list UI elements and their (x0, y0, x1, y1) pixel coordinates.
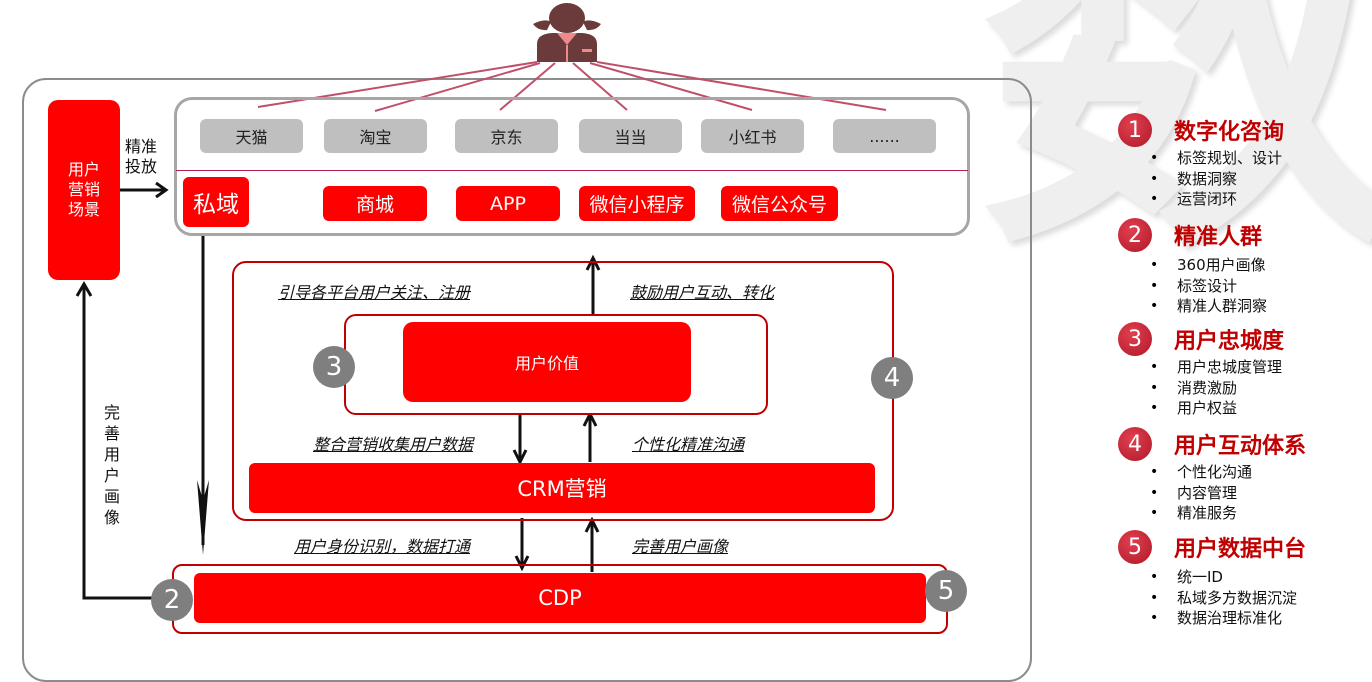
channel-dangdang[interactable]: 当当 (579, 119, 682, 153)
legend-bullet: 精准人群洞察 (1150, 296, 1267, 317)
link-xiaohongshu (589, 62, 753, 111)
legend-number-3: 3 (1118, 322, 1152, 356)
legend-bullet: 消费激励 (1150, 378, 1284, 399)
legend-bullet: 数据治理标准化 (1150, 608, 1306, 629)
legend-item-3: 3 用户忠城度 用户忠城度管理 消费激励 用户权益 (1118, 321, 1284, 419)
identity-recognition-label: 用户身份识别，数据打通 (294, 537, 471, 556)
precise-delivery-label: 精准投放 (125, 137, 158, 176)
scene-label: 用户营销场景 (67, 160, 100, 219)
private-domain-label: 私域 (183, 177, 249, 227)
channel-more[interactable]: ...... (833, 119, 936, 153)
background-watermark-glyph: 数 (980, 0, 1372, 304)
arrow-cdp-to-scene (82, 285, 160, 600)
badge-2: 2 (151, 579, 193, 621)
channel-taobao[interactable]: 淘宝 (324, 119, 427, 153)
link-jd (499, 62, 556, 111)
legend-title: 用户数据中台 (1174, 537, 1307, 562)
legend-number-2: 2 (1118, 218, 1152, 252)
channel-tmall[interactable]: 天猫 (200, 119, 303, 153)
crm-label: CRM营销 (517, 477, 607, 501)
legend-bullet: 内容管理 (1150, 483, 1306, 504)
user-value-label: 用户价值 (514, 354, 579, 373)
integrate-marketing-label: 整合营销收集用户数据 (313, 435, 474, 454)
legend-item-2: 2 精准人群 360用户画像 标签设计 精准人群洞察 (1118, 217, 1267, 317)
legend-bullet: 数据洞察 (1150, 169, 1284, 190)
channels-container (174, 97, 970, 236)
user-avatar-icon (533, 3, 601, 62)
cdp-box[interactable]: CDP (194, 573, 926, 623)
legend-bullet: 标签规划、设计 (1150, 148, 1284, 169)
legend-bullet: 用户权益 (1150, 398, 1284, 419)
link-dangdang (572, 62, 628, 111)
legend-number-4: 4 (1118, 427, 1152, 461)
channel-xiaohongshu[interactable]: 小红书 (701, 119, 804, 153)
link-taobao (374, 62, 541, 112)
legend-bullet: 用户忠城度管理 (1150, 357, 1284, 378)
legend-number-5: 5 (1118, 530, 1152, 564)
badge-4: 4 (871, 357, 913, 399)
complete-profile-label: 完善用户画像 (632, 537, 729, 556)
legend-bullet: 标签设计 (1150, 276, 1267, 297)
legend-item-4: 4 用户互动体系 个性化沟通 内容管理 精准服务 (1118, 426, 1306, 524)
user-value-box[interactable]: 用户价值 (403, 322, 691, 402)
legend-item-5: 5 用户数据中台 统一ID 私域多方数据沉淀 数据治理标准化 (1118, 529, 1306, 629)
legend-number-1: 1 (1118, 113, 1152, 147)
complete-profile-vertical-label: 完善用户画像 (104, 403, 121, 527)
legend-bullet: 统一ID (1150, 567, 1306, 588)
legend-bullet: 运营闭环 (1150, 189, 1284, 210)
legend-title: 精准人群 (1174, 225, 1263, 250)
crm-marketing-box[interactable]: CRM营销 (249, 463, 875, 513)
channels-divider (176, 170, 968, 171)
legend-bullet: 360用户画像 (1150, 255, 1267, 276)
link-more (596, 61, 887, 111)
badge-3: 3 (313, 346, 355, 388)
user-marketing-scene-box[interactable]: 用户营销场景 (48, 100, 120, 280)
cdp-label: CDP (538, 586, 582, 610)
legend-bullet: 私域多方数据沉淀 (1150, 588, 1306, 609)
legend-item-1: 1 数字化咨询 标签规划、设计 数据洞察 运营闭环 (1118, 112, 1284, 210)
user-channel-links (257, 61, 887, 112)
connectors-layer (75, 3, 887, 600)
legend-title: 用户互动体系 (1174, 434, 1307, 459)
badge-5: 5 (925, 570, 967, 612)
guide-register-label: 引导各平台用户关注、注册 (278, 283, 471, 302)
channel-wechat-miniprogram[interactable]: 微信小程序 (579, 186, 695, 221)
legend-bullet: 个性化沟通 (1150, 462, 1306, 483)
encourage-interaction-label: 鼓励用户互动、转化 (630, 283, 775, 302)
channel-mall[interactable]: 商城 (323, 186, 427, 221)
personalized-communication-label: 个性化精准沟通 (632, 435, 745, 454)
legend-bullet: 精准服务 (1150, 503, 1306, 524)
channel-jd[interactable]: 京东 (455, 119, 558, 153)
legend-title: 数字化咨询 (1174, 120, 1285, 145)
channel-wechat-official-account[interactable]: 微信公众号 (721, 186, 838, 221)
legend-title: 用户忠城度 (1174, 329, 1285, 354)
channel-app[interactable]: APP (456, 186, 560, 221)
